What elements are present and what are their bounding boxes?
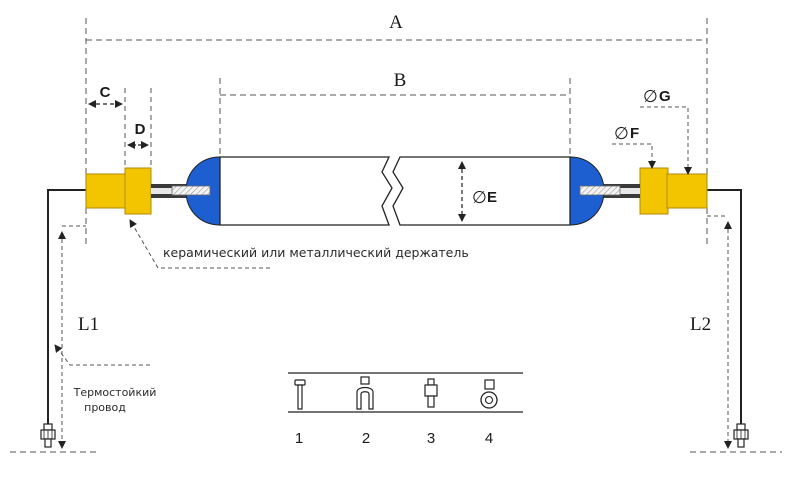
dimension-f: ∅ F: [612, 124, 656, 169]
right-wire-assembly: L2: [690, 189, 782, 453]
dimension-d: D: [127, 88, 152, 172]
holder-callout-line: [129, 219, 270, 269]
left-holder-outer: [85, 173, 127, 209]
dimension-g-leader: [640, 106, 692, 175]
dimension-b: B: [219, 70, 571, 160]
terminal-number-3: 3: [427, 430, 435, 447]
diameter-f-symbol: ∅: [614, 124, 629, 143]
right-holder: [639, 167, 708, 215]
dimension-g: ∅ G: [640, 87, 692, 175]
dimension-b-label: B: [394, 70, 407, 91]
terminal-bullet-icon: [424, 378, 438, 408]
l1-label: L1: [78, 314, 99, 335]
left-holder-collar: [124, 167, 152, 215]
terminal-pin-icon: [294, 379, 306, 410]
dimension-a: A: [85, 12, 708, 245]
right-holder-outer: [666, 173, 708, 209]
diameter-e-symbol: ∅: [472, 188, 487, 207]
left-filament-connector: [171, 185, 211, 196]
terminal-types-legend: 1 2 3 4: [288, 372, 523, 447]
right-wire: [707, 189, 742, 425]
wire-label-line1: Термостойкий: [73, 386, 157, 399]
terminal-number-2: 2: [362, 430, 370, 447]
holder-callout: керамический или металлический держатель: [129, 219, 469, 269]
tube-body-left: [219, 156, 393, 226]
terminal-number-4: 4: [485, 430, 493, 447]
wire-label-line2: провод: [84, 401, 126, 414]
right-terminal-icon: [733, 423, 749, 448]
terminal-fork-icon: [356, 376, 374, 410]
dimension-g-label: G: [659, 88, 671, 105]
dimension-c: C: [88, 84, 126, 172]
dimension-e-label: E: [487, 189, 497, 206]
left-wire-assembly: L1 Термостойкий провод: [10, 189, 157, 453]
dimension-f-label: F: [630, 125, 639, 142]
left-wire: [47, 189, 86, 425]
dimension-d-label: D: [135, 121, 146, 138]
terminal-ring-icon: [480, 379, 498, 409]
dimension-c-label: C: [100, 84, 111, 101]
diameter-g-symbol: ∅: [643, 87, 658, 106]
holder-label: керамический или металлический держатель: [163, 245, 469, 260]
dimension-a-label: A: [389, 12, 403, 33]
dimension-f-leader: [612, 143, 656, 169]
lamp-tube: ∅ E: [151, 156, 640, 226]
l2-label: L2: [690, 314, 711, 335]
tube-body-right: [392, 156, 571, 226]
terminal-number-1: 1: [295, 430, 303, 447]
right-holder-collar: [639, 167, 669, 215]
right-filament-connector: [579, 185, 621, 196]
left-holder: [85, 167, 152, 215]
left-terminal-icon: [40, 423, 56, 448]
wire-callout-line: [54, 344, 150, 366]
